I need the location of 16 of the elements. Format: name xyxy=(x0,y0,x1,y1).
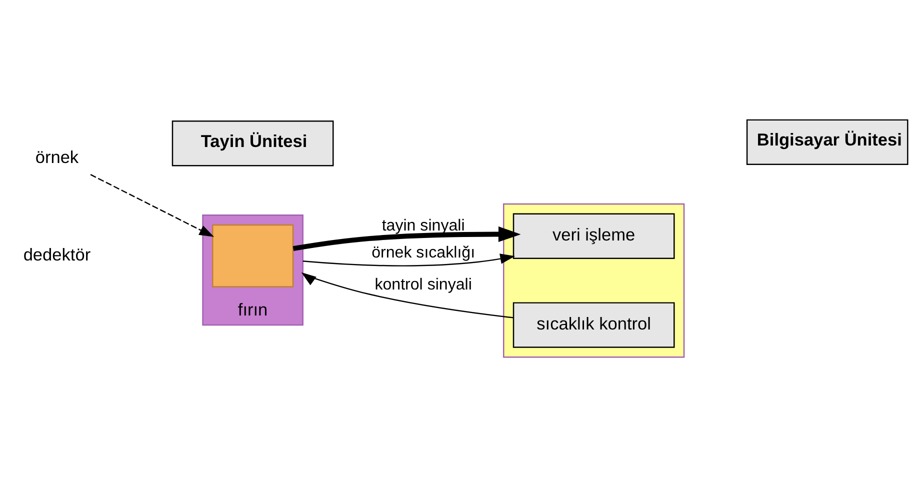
edge-label: kontrol sinyali xyxy=(374,275,472,294)
arrow xyxy=(292,226,521,251)
node-box: Tayin Ünitesi xyxy=(172,120,334,166)
edge-label: örnek sıcaklığı xyxy=(372,243,476,262)
edge-label: tayin sinyali xyxy=(382,216,465,234)
arrow xyxy=(301,272,514,318)
node-box: sıcaklık kontrol xyxy=(512,302,675,348)
cluster: fırın xyxy=(202,214,304,326)
arrow xyxy=(302,253,516,266)
node-box: Bilgisayar Ünitesi xyxy=(746,118,908,165)
node-box xyxy=(212,224,294,287)
node-box: veri işleme xyxy=(512,212,675,258)
cluster xyxy=(503,202,685,358)
node-text: örnek xyxy=(35,146,79,166)
arrow xyxy=(90,174,214,236)
label: dedektör xyxy=(23,244,91,264)
